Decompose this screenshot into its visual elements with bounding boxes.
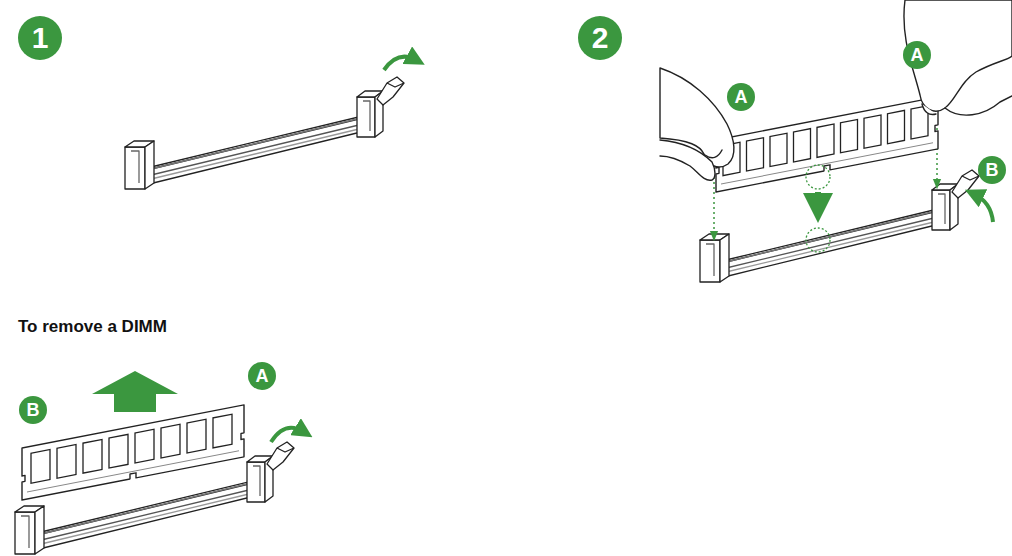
latch-arrow [271,428,304,442]
callout-circle-fill [727,83,755,111]
callout-text: 1 [32,23,49,53]
callout-letter: A [727,83,755,111]
step-number: 2 [578,16,622,60]
dimm-module [22,405,244,500]
section-heading: To remove a DIMM [18,317,167,337]
remove-arrow [92,371,178,412]
callout-letter: A [903,41,931,69]
callout-text: A [911,46,924,64]
dimm-module [716,97,938,192]
callout-text: B [986,161,999,179]
callout-letter: A [248,362,276,390]
latch-arrow [384,57,416,70]
latch-arrow [974,194,993,222]
notch-highlight [806,228,830,252]
callout-circle-fill [18,16,62,60]
callout-circle-fill [19,396,47,424]
callout-letter: B [19,396,47,424]
callout-circle-fill [248,362,276,390]
callout-letter: B [978,156,1006,184]
callout-circle-fill [903,41,931,69]
hand [660,0,1012,180]
guide-line [713,172,715,236]
step-number: 1 [18,16,62,60]
callout-text: 2 [592,23,609,53]
insert-arrow [815,192,821,208]
dimm-slot [125,77,404,189]
notch-highlight [806,165,830,189]
callout-text: A [735,88,748,106]
callout-text: B [27,401,40,419]
callout-circle-fill [978,156,1006,184]
callout-circle-fill [578,16,622,60]
callout-text: A [256,367,269,385]
